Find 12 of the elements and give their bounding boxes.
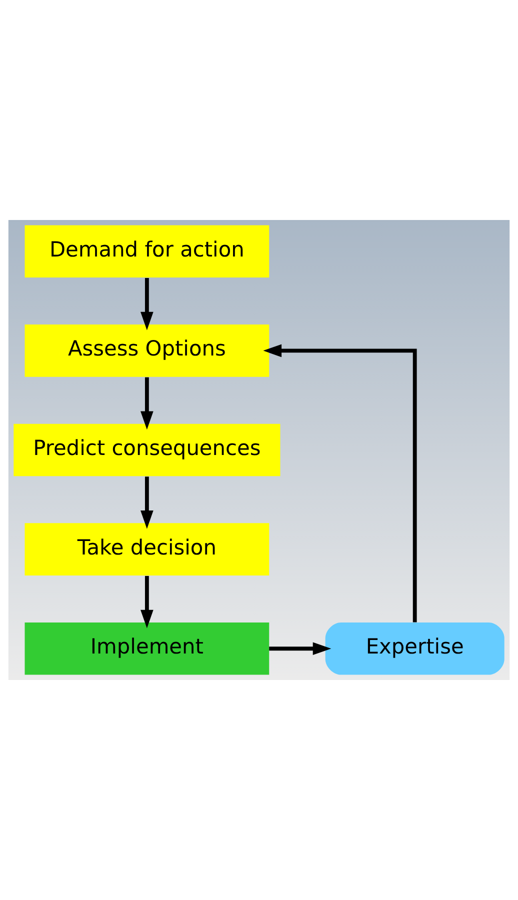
node-box: Take decision xyxy=(24,523,270,576)
arrow xyxy=(263,344,417,622)
arrow xyxy=(140,278,154,330)
node-box: Implement xyxy=(24,622,270,675)
node-box: Demand for action xyxy=(24,225,270,278)
node-box: Predict consequences xyxy=(14,424,280,476)
arrow xyxy=(269,642,332,656)
arrow xyxy=(140,377,154,430)
node-box: Expertise xyxy=(325,622,504,675)
node-box: Assess Options xyxy=(24,324,270,377)
arrow xyxy=(140,476,154,529)
arrow xyxy=(140,576,154,628)
